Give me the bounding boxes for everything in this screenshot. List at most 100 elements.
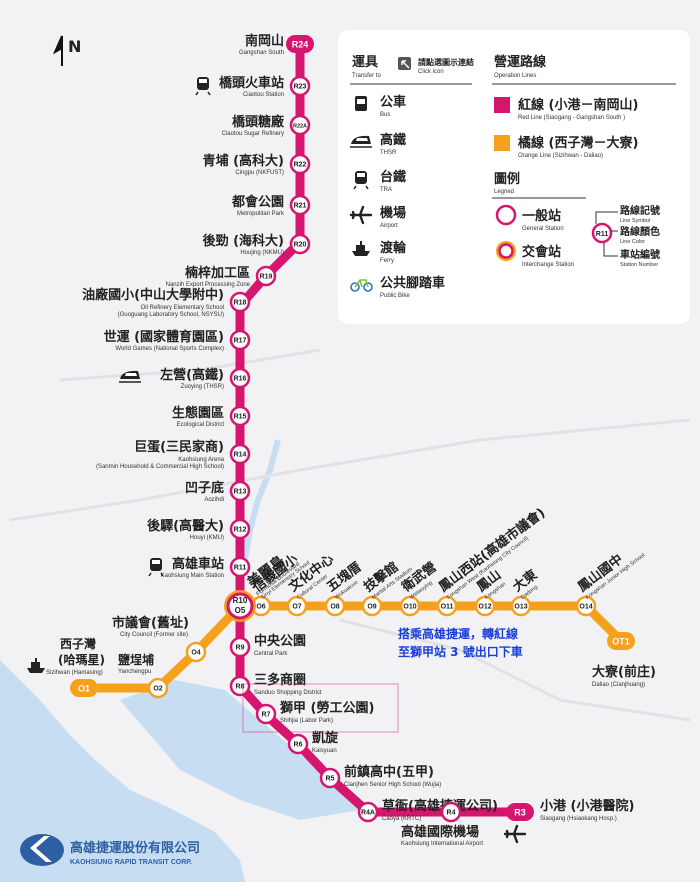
station-r6-code: R6 — [294, 742, 303, 749]
station-o2-code: O2 — [153, 686, 162, 693]
station-r23-name-en: Ciaotou Station — [243, 92, 284, 98]
note-line-2: 至獅甲站 3 號出口下車 — [398, 644, 523, 659]
legend-transfer-airplane[interactable]: 機場 Airport — [349, 205, 406, 229]
orange-line-swatch — [494, 135, 510, 151]
airplane-icon[interactable] — [349, 205, 373, 225]
ferry-icon[interactable] — [352, 241, 370, 256]
legend-transfer-bus[interactable]: 公車 Bus — [355, 94, 406, 118]
station-r11-code: R11 — [234, 565, 247, 572]
station-r8-code: R8 — [236, 684, 245, 691]
station-r24-name-en: Gangshan South — [239, 50, 284, 56]
click-icon — [398, 57, 411, 70]
station-o1-name-en: Sizihwan (Hamasing) — [46, 670, 103, 676]
legend-transfer-name: 高鐵 — [380, 132, 406, 148]
ferry-icon[interactable] — [27, 658, 45, 673]
airplane-icon[interactable] — [503, 824, 527, 844]
station-r15-name: 生態園區 — [172, 405, 224, 421]
road-b — [59, 348, 321, 382]
legend-transfer-name-en: Bus — [380, 112, 390, 118]
station-r9-name: 中央公園 — [254, 633, 306, 649]
bike-icon[interactable] — [350, 279, 373, 292]
station-o2-name: 鹽埕埔 — [118, 652, 154, 667]
station-o13-code: O13 — [514, 604, 527, 611]
station-r22-name: 青埔 (高科大) — [203, 153, 284, 169]
station-o12-code: O12 — [478, 604, 491, 611]
station-number-label: 車站編號 — [620, 248, 660, 261]
station-r17-name-en: World Games (National Sports Complex) — [115, 346, 224, 352]
line-color-label: 路線顏色 — [620, 225, 660, 238]
station-r12-name: 後驛(高醫大) — [147, 518, 224, 534]
red-line-label: 紅線 (小港－南岡山) — [518, 97, 638, 113]
bus-icon[interactable] — [355, 96, 367, 111]
train-icon[interactable] — [195, 77, 211, 96]
thsr-icon[interactable] — [350, 135, 372, 148]
line-symbol-label: 路線記號 — [620, 204, 660, 217]
legend-transfer-name-en: Airport — [380, 223, 398, 229]
legend-transfer-name: 機場 — [380, 205, 406, 221]
station-r8-name-en: Sanduo Shopping District — [254, 690, 322, 696]
station-r24-name: 南岡山 — [245, 33, 284, 49]
station-o8-code: O8 — [330, 604, 339, 611]
thsr-train-icon[interactable] — [119, 370, 141, 383]
station-r18-code: R18 — [234, 300, 247, 307]
station-o14-code: O14 — [579, 604, 592, 611]
road-a — [9, 418, 691, 522]
station-r4-name-en: Kaohsiung International Airport — [401, 841, 483, 847]
harbor-water — [120, 680, 360, 820]
station-key-sample: R11 路線記號 Line Symbol 路線顏色 Line Color 車站編… — [591, 204, 660, 268]
station-ot1-name: 大寮(前庄) — [592, 664, 656, 680]
legend-transfer-title: 運具 — [352, 55, 378, 70]
interchange-station-formosa[interactable]: R10 O5 — [224, 590, 256, 622]
station-r6-name: 凱旋 — [312, 730, 339, 746]
station-r22a-name: 橋頭糖廠 — [232, 114, 285, 130]
interchange-station-label: 交會站 — [522, 244, 561, 260]
station-r24-code: R24 — [292, 40, 309, 50]
station-r15-name-en: Ecological District — [177, 422, 225, 428]
tra-icon[interactable] — [353, 171, 369, 190]
station-r8-name: 三多商圈 — [254, 672, 306, 688]
station-r11-name-en: Kaohsiung Main Station — [161, 573, 224, 579]
train-icon[interactable] — [148, 558, 164, 577]
station-r21-code: R21 — [294, 203, 307, 210]
station-r7-name: 獅甲 (勞工公園) — [279, 700, 374, 716]
station-ot1-code: OT1 — [612, 637, 630, 647]
station-r4a-code: R4A — [361, 810, 375, 817]
company-logo[interactable]: 高雄捷運股份有限公司 KAOHSIUNG RAPID TRANSIT CORP. — [20, 834, 200, 866]
legend-transfer-name: 公車 — [380, 94, 406, 110]
station-r17-name: 世運 (國家體育園區) — [104, 329, 224, 345]
